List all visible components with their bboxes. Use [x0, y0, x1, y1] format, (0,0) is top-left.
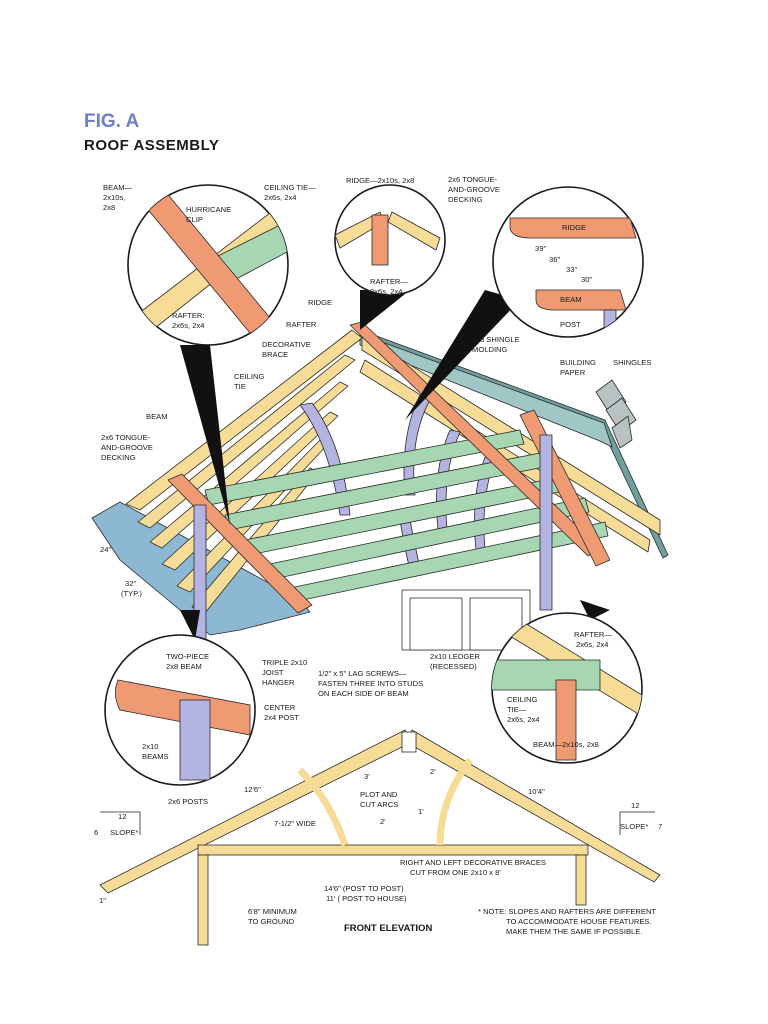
label-dim-2ft-upper: 2'	[430, 767, 436, 776]
label-slope-right: SLOPE*	[620, 822, 648, 831]
figure-title: ROOF ASSEMBLY	[84, 137, 220, 154]
label-left-rafter-length: 12'6"	[244, 785, 261, 794]
label-dim-36: 36"	[549, 255, 560, 264]
label-2x6-posts: 2x6 POSTS	[168, 797, 208, 806]
label-shingles: SHINGLES	[613, 358, 651, 367]
label-slope-left: SLOPE*	[110, 828, 138, 837]
label-beam-br: BEAM—2x10s, 2x8	[533, 740, 599, 749]
label-slope-left-rise: 6	[94, 828, 98, 837]
label-dim-24: 24"	[100, 545, 111, 554]
label-beam-2x10: BEAM—2x10s,2x8	[103, 183, 133, 212]
shingle-tiles	[595, 379, 637, 449]
label-rafter-tm: RAFTER—2x6s, 2x4	[370, 277, 408, 296]
label-ceiling-tie-tl: CEILING TIE—2x6s, 2x4	[264, 183, 316, 202]
detail-circle-posts	[104, 610, 256, 786]
label-dim-30: 30"	[581, 275, 592, 284]
label-rafter-tl: RAFTER:2x6s, 2x4	[172, 311, 205, 330]
label-post-to-house: 11' ( POST TO HOUSE)	[326, 894, 407, 903]
label-dim-33: 33"	[566, 265, 577, 274]
label-front-elevation: FRONT ELEVATION	[344, 923, 432, 934]
main-roof-view	[91, 321, 669, 651]
label-ridge-tm: RIDGE—2x10s, 2x8	[346, 176, 414, 185]
label-dim-2ft-lower: 2'	[380, 817, 386, 826]
detail-circle-rafter-tie	[491, 600, 643, 764]
label-dim-1ft: 1'	[418, 807, 424, 816]
detail-circle-ridge-profile	[405, 186, 644, 420]
label-slope-right-rise: 7	[658, 822, 662, 831]
label-ridge-tr: RIDGE	[562, 223, 586, 232]
label-slope-left-run: 12	[118, 812, 126, 821]
label-post-tr: POST	[560, 320, 581, 329]
label-rafter: RAFTER	[286, 320, 317, 329]
label-dim-3ft: 3'	[364, 772, 370, 781]
label-overhang: 1"	[99, 896, 106, 905]
label-dim-32: 32"(TYP.)	[121, 579, 142, 598]
label-lag-screws: 1/2" x 5" LAG SCREWS—FASTEN THREE INTO S…	[318, 669, 423, 698]
detail-circle-beam-clip	[127, 184, 289, 525]
label-beam: BEAM	[146, 412, 168, 421]
label-slope-right-run: 12	[631, 801, 639, 810]
ceiling-ties	[204, 429, 609, 603]
label-ridge: RIDGE	[308, 298, 332, 307]
label-7-1-2-wide: 7-1/2" WIDE	[274, 819, 316, 828]
label-beam-tr: BEAM	[560, 295, 582, 304]
right-post	[539, 434, 553, 611]
building-paper	[359, 333, 613, 448]
front-elevation-drawing	[99, 729, 661, 946]
label-note: * NOTE: SLOPES AND RAFTERS ARE DIFFERENT…	[478, 907, 656, 936]
label-right-rafter-length: 10'4"	[528, 787, 545, 796]
label-ledger: 2x10 LEDGER(RECESSED)	[430, 652, 480, 671]
figure-label: FIG. A	[84, 111, 140, 132]
label-rafter-br: RAFTER—2x6s, 2x4	[574, 630, 612, 649]
label-post-to-post: 14'6" (POST TO POST)	[324, 884, 404, 893]
label-dim-39: 39"	[535, 244, 546, 253]
detail-circle-ridge	[334, 184, 446, 330]
